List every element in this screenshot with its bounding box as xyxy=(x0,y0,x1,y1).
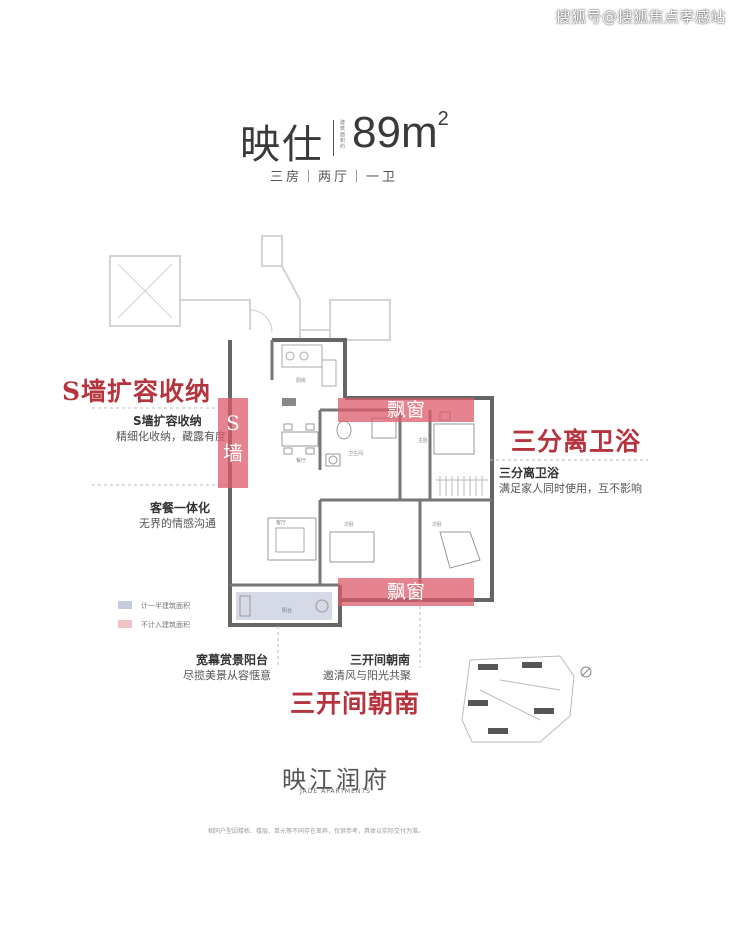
bath-heading: 三分离卫浴 xyxy=(511,427,642,456)
bay-window-bottom: 飘窗 xyxy=(338,578,474,606)
room-summary: 三房｜两厅｜一卫 xyxy=(270,170,399,185)
site-plan xyxy=(461,655,575,743)
title-divider xyxy=(333,120,334,156)
legend-swatch-half xyxy=(118,601,132,609)
svg-text:厨房: 厨房 xyxy=(296,377,306,384)
s-wall-title: S墙扩容收纳 xyxy=(133,414,202,428)
disclaimer: 相同户型因楼栋、楼层、单元等不同存在差异，仅供参考，具体以实际交付为准。 xyxy=(208,828,425,835)
north-arrow-icon xyxy=(580,666,592,678)
brand-name: 映江润府 xyxy=(282,766,390,794)
watermark: 搜狐号@搜狐焦点孝感站 xyxy=(555,8,726,26)
svg-text:主卧: 主卧 xyxy=(418,437,428,444)
dining-desc: 无界的情感沟通 xyxy=(139,517,216,530)
bath-desc: 满足家人同时使用，互不影响 xyxy=(499,482,642,495)
s-wall-band: S墙 xyxy=(218,398,248,488)
south-desc: 邀清风与阳光共聚 xyxy=(323,669,411,682)
area-note: 建筑面积约 xyxy=(340,120,346,150)
unit-area: 89m2 xyxy=(352,108,449,158)
svg-text:次卧: 次卧 xyxy=(432,521,442,528)
dining-title: 客餐一体化 xyxy=(150,501,211,515)
area-superscript: 2 xyxy=(437,108,449,130)
svg-text:餐厅: 餐厅 xyxy=(296,457,306,464)
brand-subtitle: JADE APARTMENTS xyxy=(300,788,371,795)
svg-text:卫生间: 卫生间 xyxy=(348,450,363,457)
bath-title: 三分离卫浴 xyxy=(499,466,560,480)
area-number: 89m xyxy=(352,108,438,157)
s-wall-heading: S墙扩容收纳 xyxy=(62,377,212,406)
legend-label-excluded: 不计入建筑面积 xyxy=(141,621,190,629)
south-title: 三开间朝南 xyxy=(350,653,411,667)
legend-label-half: 计一半建筑面积 xyxy=(141,602,190,610)
neighbor-outline xyxy=(109,235,391,341)
s-wall-desc: 精细化收纳，藏露有度 xyxy=(116,430,226,443)
svg-text:阳台: 阳台 xyxy=(282,607,292,614)
unit-name: 映仕 xyxy=(240,122,324,168)
south-heading: 三开间朝南 xyxy=(290,689,421,718)
svg-text:次卧: 次卧 xyxy=(344,521,354,528)
legend-swatch-excluded xyxy=(118,620,132,628)
svg-text:客厅: 客厅 xyxy=(276,519,286,526)
leader-lines xyxy=(92,407,648,668)
interior-walls xyxy=(230,340,492,600)
balcony-desc: 尽揽美景从容惬意 xyxy=(183,669,271,682)
balcony-title: 宽幕赏景阳台 xyxy=(196,653,269,667)
bay-window-top: 飘窗 xyxy=(338,398,474,422)
